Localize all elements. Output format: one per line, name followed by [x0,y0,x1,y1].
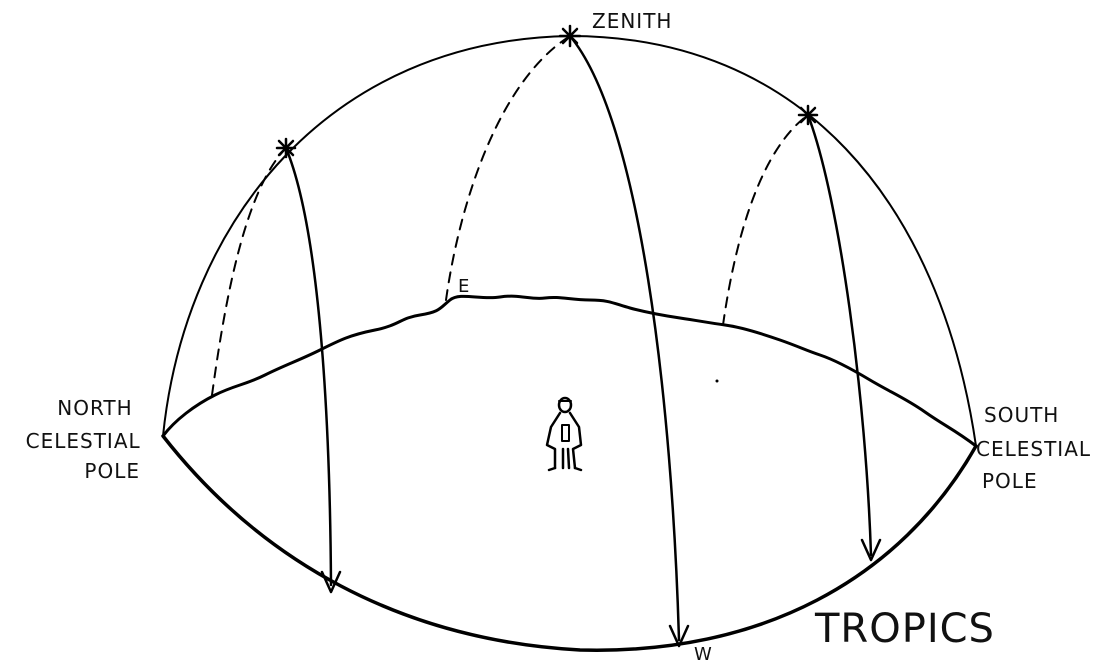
star-path-middle-dashed [446,36,570,300]
region-label: TROPICS [814,606,995,652]
south-pole-label: SOUTH CELESTIAL POLE [976,403,1098,493]
north-pole-label: NORTH CELESTIAL POLE [26,396,148,483]
star-path-middle-solid [570,36,679,640]
horizon-back [163,296,976,446]
east-label: E [458,276,470,297]
south-pole-label-line-2: CELESTIAL [976,437,1091,461]
west-label: W [694,644,713,660]
south-pole-label-line-3: POLE [982,469,1038,493]
south-pole-label-line-1: SOUTH [984,403,1059,427]
star-right-icon [799,106,817,124]
star-zenith-icon [560,26,580,46]
north-pole-label-line-1: NORTH [57,396,132,420]
star-path-left-solid [286,148,331,585]
center-dot [716,380,719,383]
star-path-left-dashed [212,148,286,395]
north-pole-label-line-3: POLE [84,459,140,483]
north-pole-label-line-2: CELESTIAL [26,429,141,453]
zenith-label: ZENITH [592,9,672,33]
star-path-right-dashed [723,115,808,325]
star-left-icon [277,139,295,157]
celestial-dome [163,36,976,446]
observer-icon [547,398,581,470]
star-path-right-solid [808,115,871,555]
